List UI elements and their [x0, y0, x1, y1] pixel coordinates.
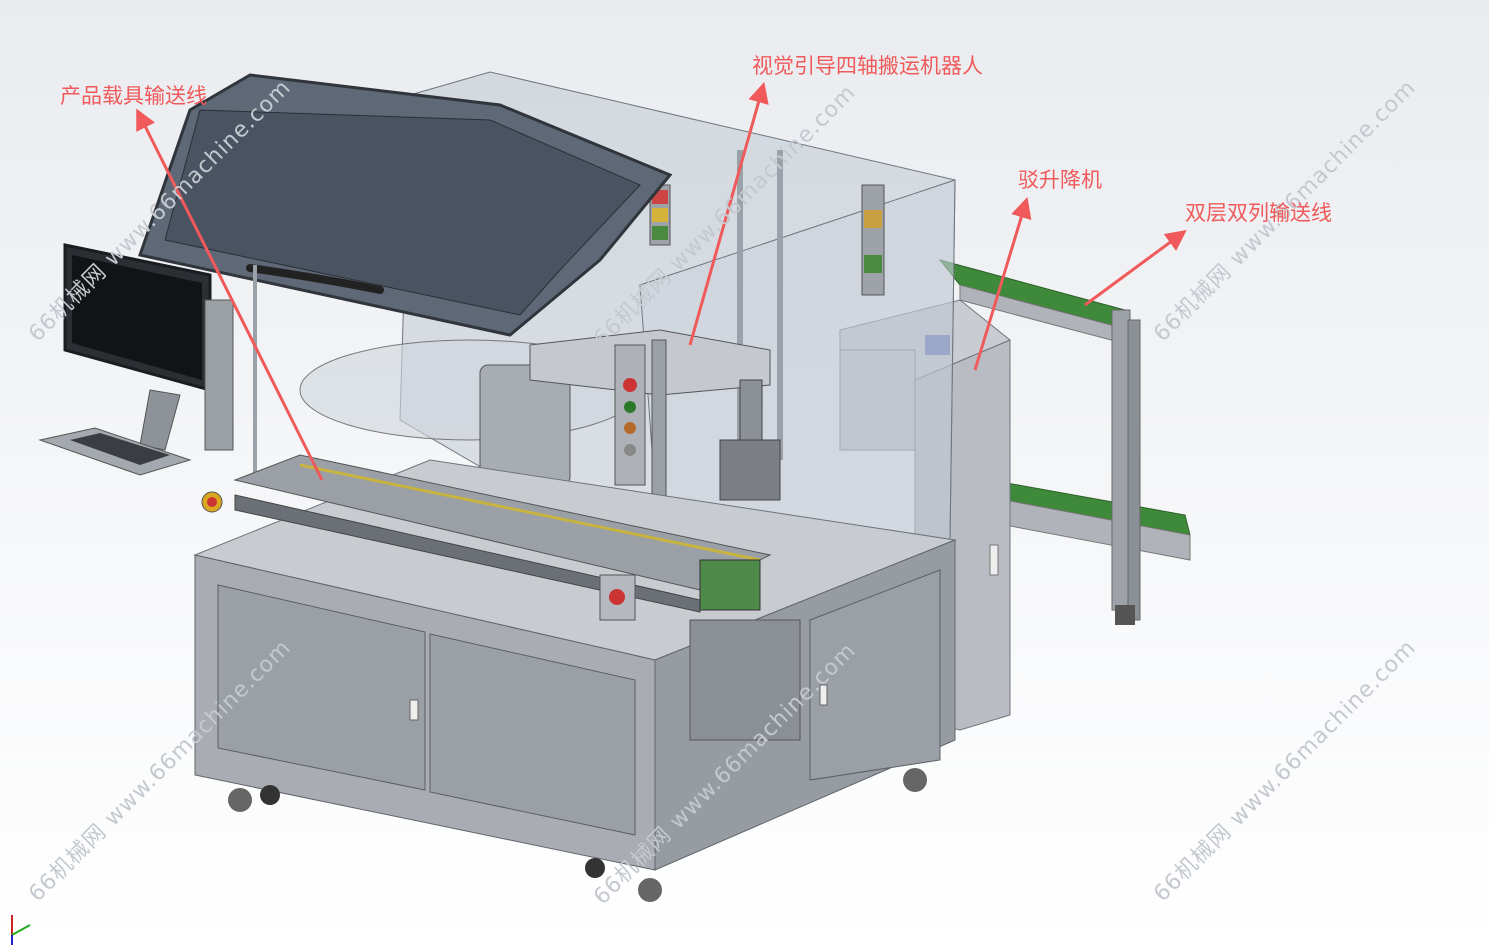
axis-triad	[11, 915, 31, 945]
double-layer-conveyor	[938, 259, 1191, 625]
label-double-conveyor: 双层双列输送线	[1185, 201, 1332, 225]
arrow-double-conveyor	[1084, 230, 1187, 307]
arrow-lift	[973, 196, 1032, 371]
label-product-carrier-conveyor: 产品载具输送线	[60, 84, 207, 108]
carrier-conveyor	[193, 454, 957, 661]
arrow-vision-robot	[688, 81, 769, 346]
label-lift: 驳升降机	[1018, 168, 1102, 192]
base-cabinet	[194, 539, 956, 902]
label-vision-robot: 视觉引导四轴搬运机器人	[752, 54, 983, 78]
callout-arrows	[136, 81, 1187, 481]
arrow-product-carrier	[136, 108, 324, 481]
monitor-arm	[38, 243, 234, 513]
scara-robot	[479, 329, 781, 501]
